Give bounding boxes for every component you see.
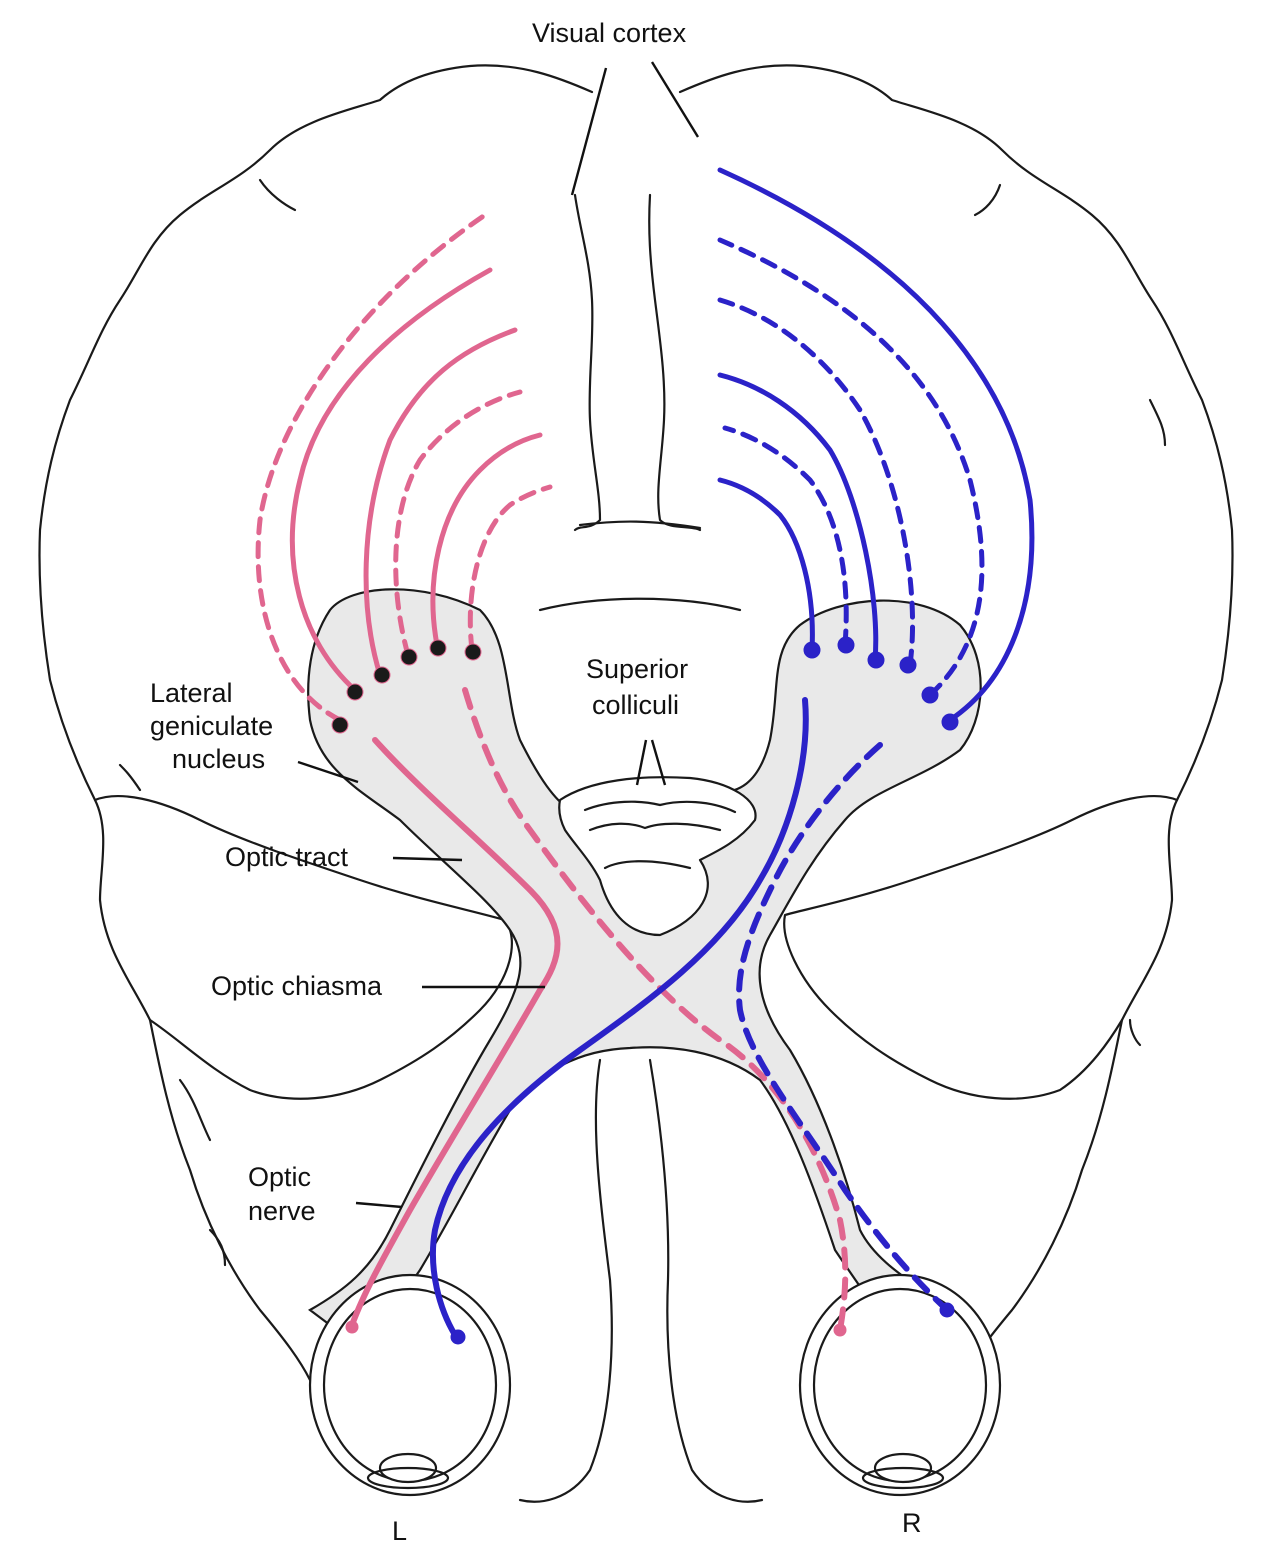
left-temporal-lobe-outline <box>93 794 513 1100</box>
superior-colliculi-label-line2: colliculi <box>592 690 679 720</box>
blue-lgn-terminal-4 <box>899 656 917 674</box>
blue-radiation-dashed-1 <box>717 237 985 698</box>
pink-radiation-dashed-2 <box>393 389 523 658</box>
pink-radiation-dashed-3 <box>467 484 553 653</box>
left-sulcus-3 <box>178 1078 212 1142</box>
lgn-label-line1: Lateral <box>150 678 233 708</box>
right-cornea <box>861 1466 945 1490</box>
optic-tract-leader <box>392 856 463 862</box>
right-lower-medial-lobe <box>648 1058 764 1503</box>
superior-colliculi-leader-right <box>650 739 667 786</box>
left-sulcus-1 <box>258 178 297 212</box>
left-medial-fissure <box>573 193 602 532</box>
pink-radiation-solid-3 <box>430 432 543 648</box>
pink-retina-end-left <box>345 1320 359 1334</box>
lgn-leader <box>297 760 359 784</box>
right-eye <box>798 1273 1002 1497</box>
pink-lgn-terminal-2 <box>346 683 364 701</box>
left-sulcus-4 <box>208 1228 227 1267</box>
blue-optic-tract-dashed <box>736 742 948 1311</box>
pink-lgn-terminal-6 <box>464 643 482 661</box>
colliculi-inner-1 <box>583 800 737 814</box>
right-medial-fissure <box>648 193 702 532</box>
right-pathway-fibers <box>429 167 1035 1345</box>
pink-radiation-dashed-1 <box>255 212 488 723</box>
visual-cortex-leader-left <box>570 67 608 196</box>
blue-radiation-dashed-2 <box>717 297 916 668</box>
blue-lgn-terminal-5 <box>921 686 939 704</box>
lgn-label-line3: nucleus <box>172 744 265 774</box>
blue-retina-end-left <box>450 1329 466 1345</box>
blue-retina-end-right <box>939 1302 955 1318</box>
right-sulcus-1 <box>973 183 1002 217</box>
pink-radiation-solid-2 <box>363 327 518 678</box>
left-eye <box>308 1273 512 1497</box>
midbrain-top-arc <box>538 597 742 612</box>
pink-optic-tract-solid <box>349 737 561 1328</box>
pink-lgn-terminal-3 <box>373 666 391 684</box>
optic-nerve-label-line1: Optic <box>248 1162 311 1192</box>
left-hemisphere-outline <box>38 64 594 1382</box>
pink-lgn-terminal-1 <box>331 716 349 734</box>
visual-cortex-leader-right <box>650 61 700 138</box>
optic-chiasma-label: Optic chiasma <box>211 971 383 1001</box>
superior-colliculi-shape <box>558 776 757 937</box>
left-eye-label: L <box>392 1516 407 1546</box>
blue-radiation-solid-1 <box>717 167 1035 723</box>
pink-radiation-solid-1 <box>289 267 493 693</box>
pink-lgn-terminal-4 <box>400 648 418 666</box>
blue-radiation-solid-2 <box>717 372 879 663</box>
optic-nerve-leader <box>355 1201 403 1209</box>
superior-colliculi-leader-left <box>635 739 648 786</box>
optic-nerve-label-line2: nerve <box>248 1196 316 1226</box>
pink-retina-end-right <box>833 1323 847 1337</box>
optic-tract-label: Optic tract <box>225 842 349 872</box>
right-sulcus-3 <box>1128 1018 1142 1047</box>
left-pathway-fibers <box>255 212 849 1337</box>
blue-lgn-terminal-1 <box>803 641 821 659</box>
blue-radiation-solid-3 <box>717 477 815 653</box>
colliculi-inner-2 <box>588 822 722 832</box>
colliculi-inner-3 <box>603 860 692 870</box>
blue-lgn-terminal-6 <box>941 713 959 731</box>
blue-lgn-terminal-2 <box>837 636 855 654</box>
left-cornea <box>366 1466 450 1490</box>
right-eyeball-outer <box>798 1273 1002 1497</box>
pink-optic-tract-dashed <box>462 687 849 1333</box>
pink-lgn-terminal-5 <box>429 639 447 657</box>
blue-lgn-terminal-3 <box>867 651 885 669</box>
lgn-label-line2: geniculate <box>150 711 273 741</box>
right-hemisphere-outline <box>678 64 1234 1382</box>
right-temporal-lobe-outline <box>783 794 1179 1100</box>
blue-radiation-dashed-3 <box>722 425 849 648</box>
blue-optic-tract-solid <box>429 697 809 1338</box>
right-eye-label: R <box>902 1508 922 1538</box>
superior-colliculi-label-line1: Superior <box>586 654 688 684</box>
left-lower-medial-lobe <box>518 1058 613 1503</box>
right-sulcus-2 <box>1148 398 1167 447</box>
corpus-callosum-arc <box>578 520 702 530</box>
visual-cortex-label: Visual cortex <box>532 18 687 48</box>
left-sulcus-2 <box>118 763 142 792</box>
